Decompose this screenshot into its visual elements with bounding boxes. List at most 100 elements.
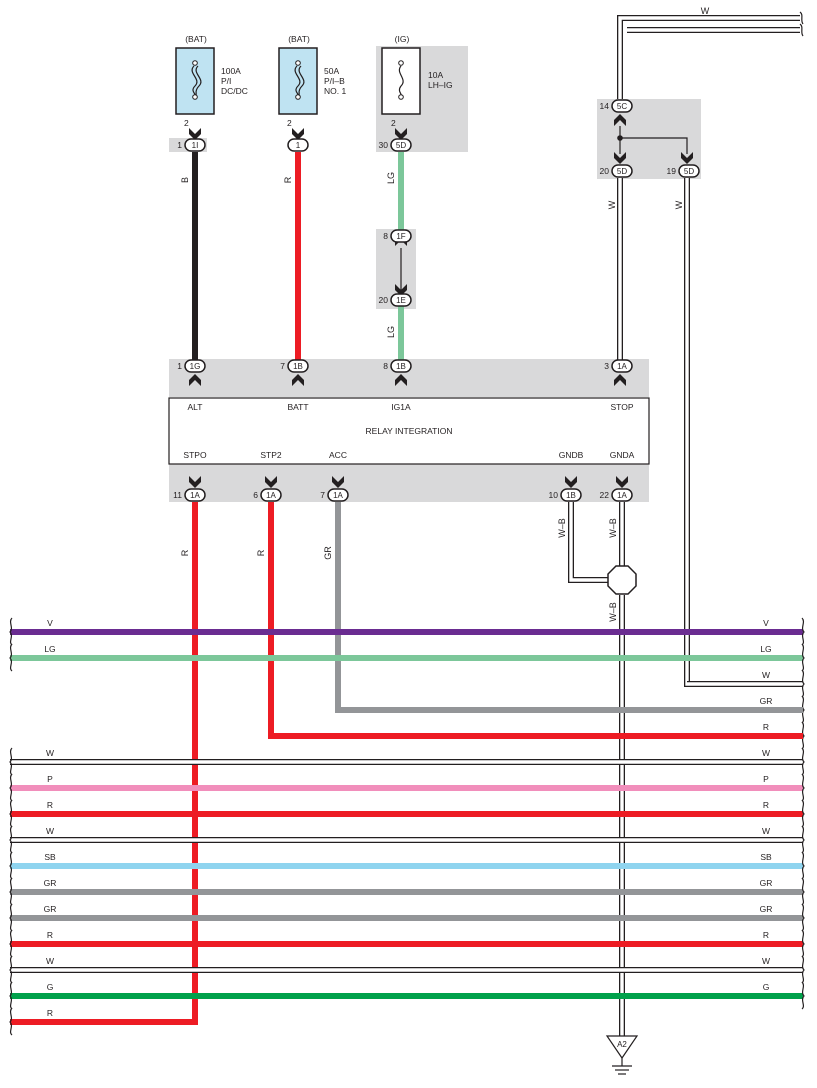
bus-line-2: W (687, 669, 805, 698)
wire-label-alt: B (180, 177, 190, 183)
connector-label: 5D (684, 167, 694, 176)
bus-label-right: GR (760, 696, 773, 706)
bus-break-left (9, 773, 13, 802)
fuse-box (278, 47, 318, 115)
bus-label-right: R (763, 722, 769, 732)
relay-pin-stpo: STPO (183, 450, 207, 460)
bus-label-right: LG (760, 644, 771, 654)
connector-pin: 6 (253, 490, 258, 500)
bus-break-right (801, 695, 805, 724)
connector-1: 1 (287, 138, 309, 152)
wire-label-gnda: W–B (608, 518, 618, 538)
bus-label-left: GR (44, 904, 57, 914)
bus-label-left: W (46, 748, 54, 758)
bus-label-left: R (47, 800, 53, 810)
wire-label-batt: R (283, 176, 293, 183)
bus-break-right (801, 851, 805, 880)
connector-label: 5D (396, 141, 406, 150)
fuse-line-2: LH–IG (428, 80, 453, 90)
bus-label-right: P (763, 774, 769, 784)
bus-break-left (9, 955, 13, 984)
connector-pin: 11 (173, 490, 182, 500)
wire-labels: B R LG LG W W W R R GR W–B W–B W–B (180, 6, 710, 622)
bus-break-right (801, 773, 805, 802)
wire-label-stop-top: W (701, 6, 710, 16)
bus-label-right: W (762, 748, 770, 758)
relay-pin-alt: ALT (188, 402, 203, 412)
connector-label: 1E (396, 296, 406, 305)
bus-label-left: SB (44, 852, 56, 862)
wire-label-acc: GR (323, 546, 333, 560)
bus-break-left (9, 643, 13, 672)
relay-integration: RELAY INTEGRATION ALT BATT IG1A STOP STP… (168, 397, 650, 465)
bus-break-right (801, 721, 805, 750)
connector-label: 1G (190, 362, 201, 371)
bus-label-right: W (762, 826, 770, 836)
connector-relay-bottom-stpo: 1A 11 (173, 488, 206, 502)
ground-splice (607, 565, 637, 595)
fuse-pin: 2 (391, 118, 396, 128)
wire-stop-right-w (685, 178, 803, 686)
bus-label-right: W (762, 670, 770, 680)
stop-junction-lines (617, 126, 688, 154)
fuse-source-label: (IG) (395, 34, 410, 44)
bus-break-right (801, 747, 805, 776)
wire-label-gndb: W–B (557, 518, 567, 538)
bus-label-left: GR (44, 878, 57, 888)
bus-label-right: G (763, 982, 770, 992)
connector-pin: 30 (379, 140, 389, 150)
bus-label-left: P (47, 774, 53, 784)
connector-label: 1B (396, 362, 406, 371)
connector-label: 1A (333, 491, 343, 500)
fuse-alt: (BAT) 100A P/I DC/DC 2 (175, 34, 248, 128)
wire-label-ig-lower: LG (386, 326, 396, 338)
relay-pin-acc: ACC (329, 450, 347, 460)
bus-label-right: R (763, 800, 769, 810)
connector-label: 1A (190, 491, 200, 500)
wire-label-ig-upper: LG (386, 172, 396, 184)
bus-break-right (801, 981, 805, 1010)
fuse-line-2: P/I–B (324, 76, 345, 86)
fuse-line-1: 50A (324, 66, 339, 76)
bus-label-right: GR (760, 904, 773, 914)
connector-label: 1A (617, 362, 627, 371)
bus-break-right (801, 669, 805, 698)
bus-break-right (801, 643, 805, 672)
wire-gndb-wb (569, 502, 610, 582)
bus-line-10: GR GR (9, 877, 805, 906)
fuse-ig: (IG) 10A LH–IG 2 (381, 34, 453, 128)
connector-label: 1B (566, 491, 576, 500)
connector-relay-top-stop: 1A3 (604, 359, 633, 373)
connector-label: 5D (617, 167, 627, 176)
bus-break-right (801, 799, 805, 828)
relay-title: RELAY INTEGRATION (366, 426, 453, 436)
connector-pin: 19 (667, 166, 677, 176)
relay-pin-gnda: GNDA (610, 450, 635, 460)
fuse-line-3: DC/DC (221, 86, 248, 96)
connector-label: 1I (192, 141, 199, 150)
connector-1f: 1F8 (383, 229, 412, 243)
wire-label-stp2: R (256, 549, 266, 556)
bus-label-right: GR (760, 878, 773, 888)
fuse-source-label: (BAT) (288, 34, 310, 44)
bus-line-11: GR GR (9, 903, 805, 932)
bus-break-left (9, 903, 13, 932)
bus-label-left: R (47, 1008, 53, 1018)
bus-label-right: V (763, 618, 769, 628)
bus-break-left (9, 799, 13, 828)
bus-label-left: W (46, 826, 54, 836)
ground-label: A2 (617, 1040, 627, 1049)
bus-break-right (801, 877, 805, 906)
